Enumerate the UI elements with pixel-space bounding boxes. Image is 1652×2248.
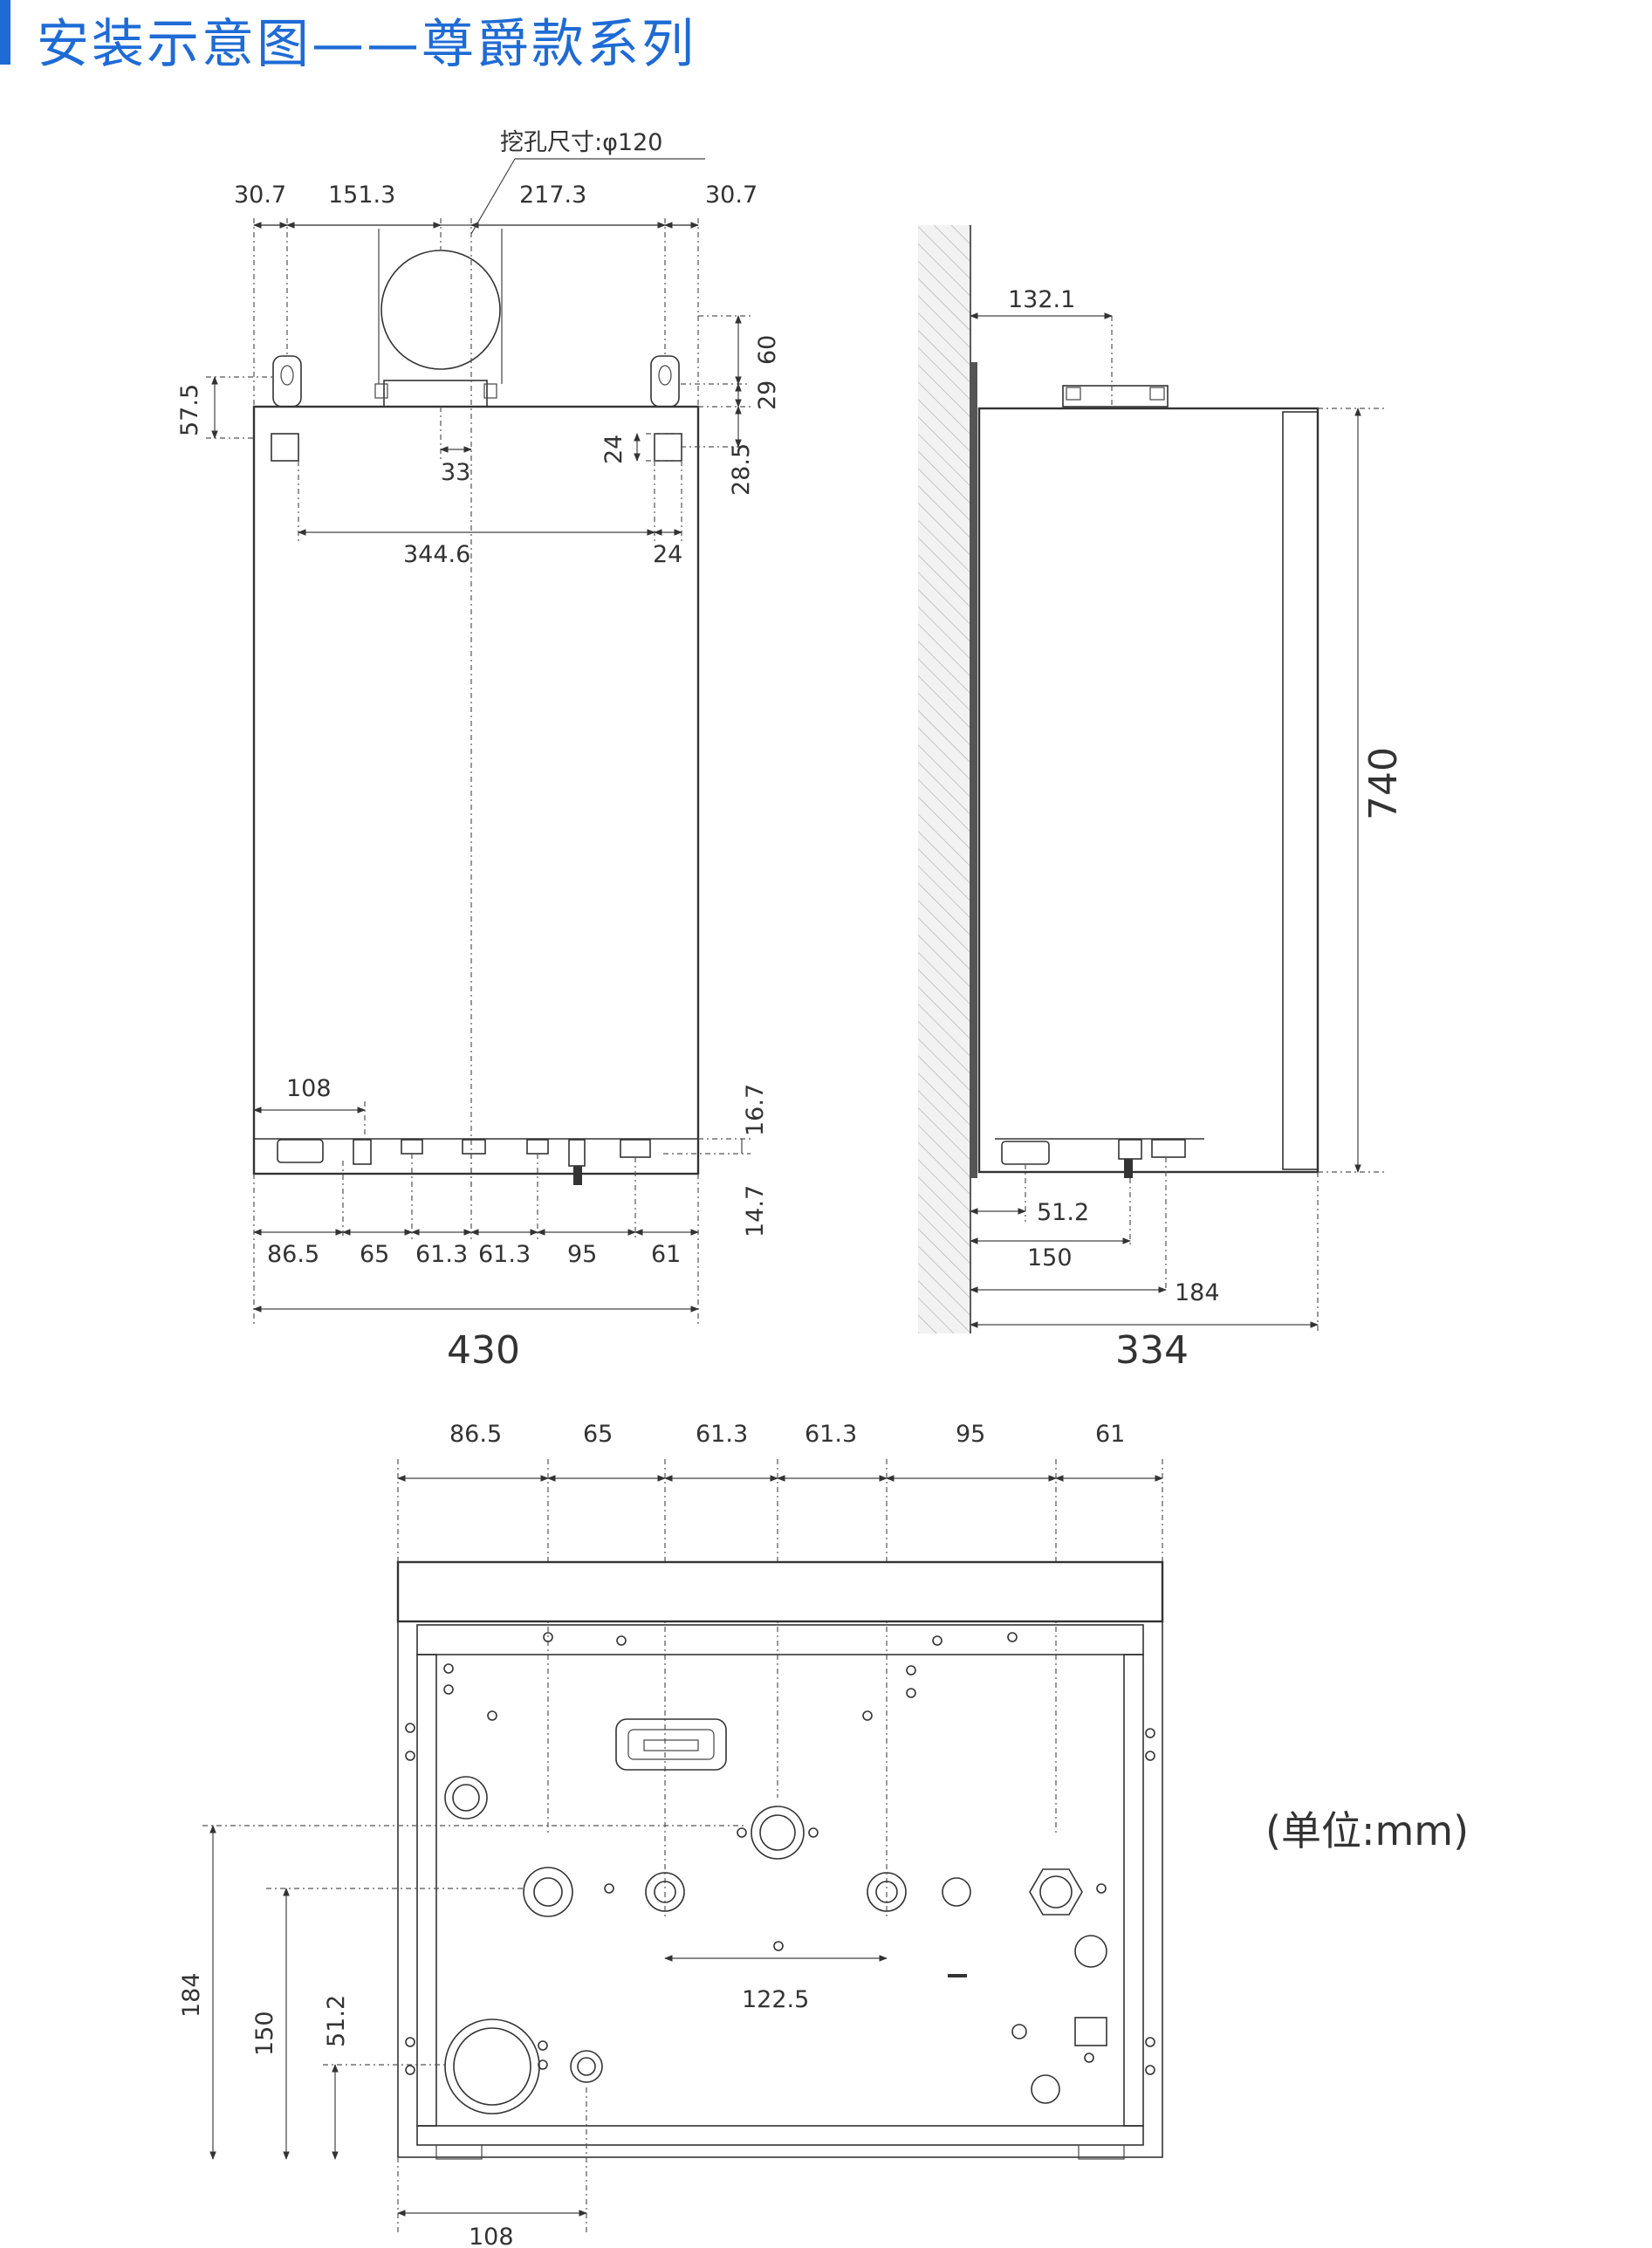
unit-note: (单位:mm) [1265,1807,1470,1854]
front-right-small-dim-16-7: 16.7 [742,1084,769,1136]
fitting-4 [462,1139,486,1155]
display-window [615,1718,727,1771]
front-bottom-dim-6: 61 [651,1241,681,1268]
side-fitting-3 [1151,1139,1186,1158]
side-flue-collar [1062,385,1169,408]
bottom-top-dim-5: 95 [956,1421,985,1448]
flue-hole-circle [380,250,501,370]
front-inner-dim-24-vertical: 24 [600,435,627,464]
mount-square-left [271,433,299,462]
drain-pipe [444,2018,540,2114]
front-bottom-dim-3: 61.3 [415,1241,468,1268]
side-view: 132.1 740 51.2 150 184 334 [918,225,1406,1373]
page-title: 安装示意图——尊爵款系列 [37,14,696,75]
hole-size-label: 挖孔尺寸:φ120 [500,129,662,156]
hanging-bracket-left [272,355,302,408]
front-right-small-dim-14-7: 14.7 [742,1185,769,1237]
front-left-dim: 57.5 [176,384,203,436]
front-top-dim-4: 30.7 [705,182,757,209]
bottom-left-dim-150: 150 [251,2011,278,2056]
front-bottom-dim-5: 95 [567,1241,597,1268]
bottom-top-dim-6: 61 [1095,1421,1125,1448]
bottom-pipe-offset: 108 [469,2224,514,2248]
hanging-bracket-right [650,355,680,408]
bottom-front-cover [396,1560,1164,1623]
fitting-6-tip [573,1166,582,1185]
side-top-offset: 132.1 [1008,286,1075,313]
pipe-1016 [867,1872,907,1912]
front-view: 挖孔尺寸:φ120 30.7 151.3 217.3 30.7 60 29 28… [176,129,781,1373]
pipe-762 [645,1872,685,1912]
pipe-628 [523,1867,573,1917]
bottom-top-dim-3: 61.3 [696,1421,748,1448]
pipe-1210-hex [1029,1868,1083,1916]
bottom-top-dim-1: 86.5 [449,1421,502,1448]
front-inner-dim-33: 33 [441,459,470,486]
gas-inlet [751,1806,805,1860]
drain-valve [570,2050,603,2083]
bottom-view: 86.5 65 61.3 61.3 95 61 [178,1421,1164,2248]
front-width: 430 [447,1328,520,1373]
front-right-dim-60: 60 [754,335,781,365]
bottom-panel-frame [397,1621,1163,2158]
front-right-dim-28-5: 28.5 [728,443,755,496]
front-bottom-dim-2: 65 [360,1241,389,1268]
front-bottom-dim-4: 61.3 [478,1241,531,1268]
pipe-1096 [942,1877,971,1907]
side-bottom-dim-184: 184 [1175,1279,1220,1306]
bottom-top-dim-2: 65 [583,1421,613,1448]
bottom-center-dim: 122.5 [742,1986,809,2013]
title-accent-bar [0,0,10,65]
front-top-dim-1: 30.7 [234,182,286,209]
front-pipe-offset: 108 [286,1075,332,1102]
front-panel-edge [1282,411,1319,1170]
side-bottom-dim-150: 150 [1027,1244,1073,1271]
left-pipe-outer [444,1776,488,1820]
bottom-left-dim-184: 184 [178,1972,205,2018]
fitting-2 [353,1139,372,1165]
mounting-plate [970,362,977,1178]
bottom-top-dim-4: 61.3 [805,1421,857,1448]
heater-front-body [252,405,700,1175]
front-top-dim-3: 217.3 [519,182,586,209]
side-height: 740 [1361,747,1406,820]
bottom-left-dim-51-2: 51.2 [323,1995,350,2047]
front-right-dim-29: 29 [754,380,781,410]
front-bottom-dim-1: 86.5 [267,1241,319,1268]
side-depth: 334 [1115,1328,1189,1373]
heater-side-body [977,407,1320,1174]
front-top-dim-2: 151.3 [328,182,395,209]
side-bottom-dim-51-2: 51.2 [1037,1199,1089,1226]
front-inner-dim-344-6: 344.6 [403,541,470,568]
fitting-1 [277,1139,324,1163]
front-inner-dim-24-horizontal: 24 [653,541,682,568]
wall-hatch [918,225,970,1333]
